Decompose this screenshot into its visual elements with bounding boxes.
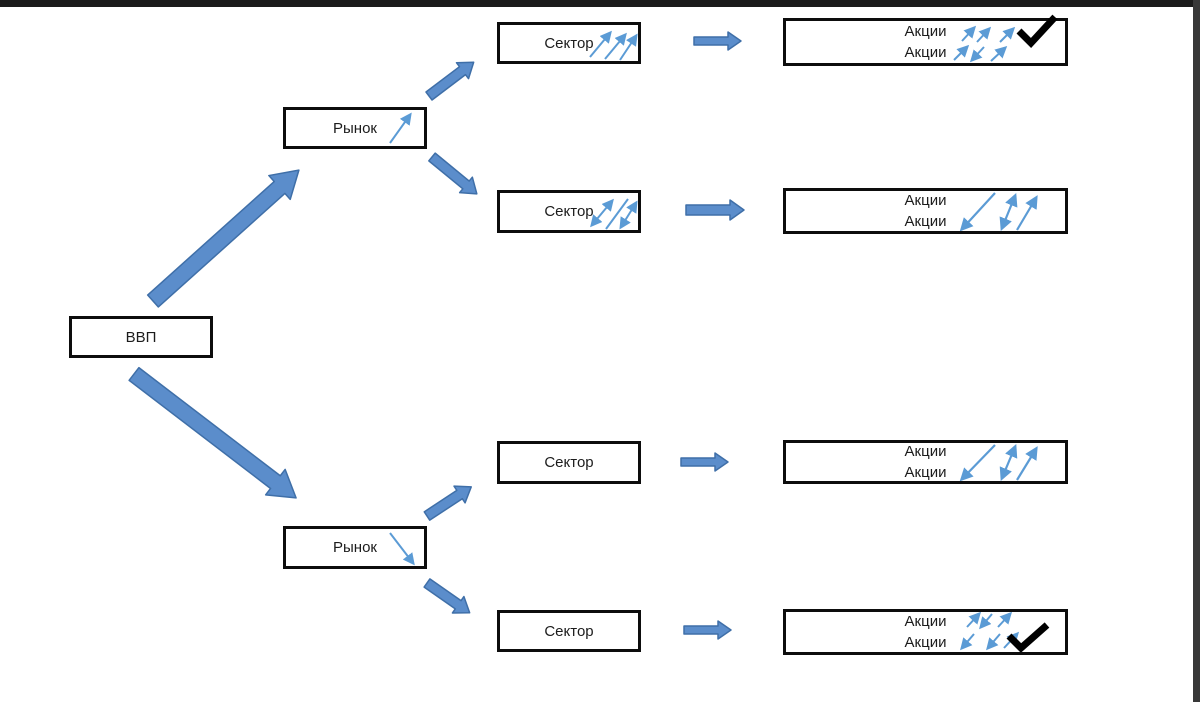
- stocks-3-line2: Акции: [904, 464, 947, 481]
- arrow-market-up-to-sector-2: [428, 152, 478, 195]
- gdp-label: ВВП: [125, 328, 157, 346]
- stocks-4-line2: Акции: [904, 634, 947, 651]
- stocks-2-labels: Акции Акции: [905, 190, 947, 232]
- right-edge-bar: [1193, 0, 1200, 702]
- stocks-1-line2: Акции: [904, 44, 947, 61]
- sector-1-box: Сектор: [497, 22, 641, 64]
- sector-1-label: Сектор: [544, 34, 594, 52]
- large-diagonal-arrows-icon: [959, 192, 1038, 231]
- triple-up-arrows-icon: [589, 30, 638, 61]
- stocks-1-labels: Акции Акции: [905, 21, 947, 63]
- sector-2-box: Сектор: [497, 190, 641, 233]
- market-up-label: Рынок: [333, 119, 377, 137]
- arrow-sector-1-to-stocks-1: [693, 31, 742, 51]
- checkmark-icon: [1016, 14, 1058, 49]
- arrow-gdp-to-market-up: [146, 169, 300, 308]
- trend-down-arrow-icon: [389, 532, 415, 566]
- sector-4-label: Сектор: [544, 622, 594, 640]
- stocks-3-line1: Акции: [904, 443, 947, 460]
- stocks-4-line1: Акции: [904, 613, 947, 630]
- stocks-2-line1: Акции: [904, 192, 947, 209]
- stocks-2-box: Акции Акции: [783, 188, 1068, 234]
- arrow-gdp-to-market-down: [128, 366, 297, 499]
- arrow-market-up-to-sector-1: [425, 61, 475, 101]
- sector-3-box: Сектор: [497, 441, 641, 484]
- market-down-box: Рынок: [283, 526, 427, 569]
- arrow-sector-4-to-stocks-4: [683, 620, 732, 640]
- arrow-sector-2-to-stocks-2: [685, 199, 745, 221]
- stocks-3-box: Акции Акции: [783, 440, 1068, 484]
- arrow-market-down-to-sector-3: [423, 485, 472, 521]
- stocks-3-labels: Акции Акции: [905, 441, 947, 483]
- sector-4-box: Сектор: [497, 610, 641, 652]
- mixed-double-arrows-icon: [590, 198, 638, 230]
- stocks-4-labels: Акции Акции: [905, 611, 947, 653]
- checkmark-icon: [1006, 622, 1050, 652]
- sector-2-label: Сектор: [544, 203, 594, 220]
- market-down-label: Рынок: [333, 539, 377, 556]
- gdp-box: ВВП: [69, 316, 213, 358]
- arrow-sector-3-to-stocks-3: [680, 452, 729, 472]
- trend-up-arrow-icon: [389, 112, 412, 144]
- large-diagonal-arrows-icon: [959, 443, 1038, 481]
- sector-3-label: Сектор: [544, 454, 594, 471]
- small-mixed-arrows-icon: [953, 25, 1016, 63]
- market-up-box: Рынок: [283, 107, 427, 149]
- stocks-1-box: Акции Акции: [783, 14, 1068, 66]
- stocks-4-box: Акции Акции: [783, 609, 1068, 655]
- stocks-1-line1: Акции: [904, 23, 947, 40]
- stocks-2-line2: Акции: [904, 213, 947, 230]
- top-edge-bar: [0, 0, 1200, 7]
- arrow-market-down-to-sector-4: [423, 578, 471, 614]
